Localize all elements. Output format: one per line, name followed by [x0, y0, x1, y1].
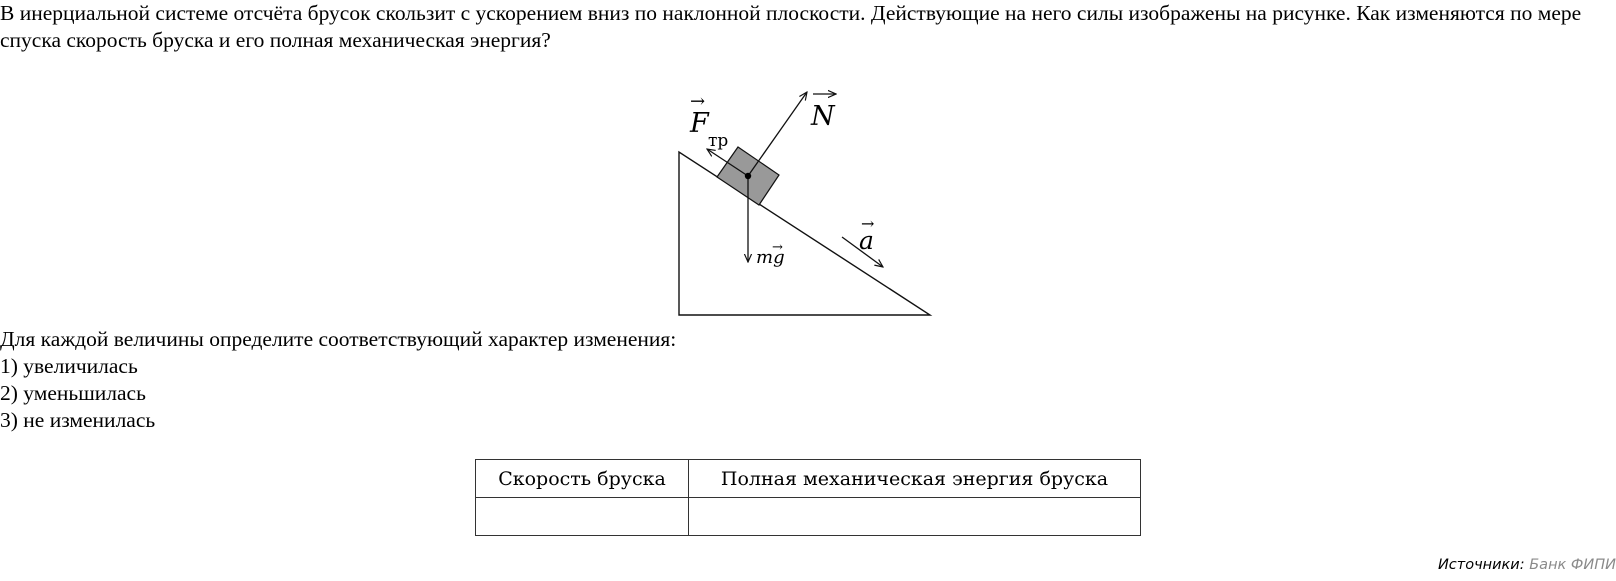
- source-label: Источники:: [1437, 557, 1525, 573]
- source-attribution: Источники: Банк ФИПИ: [1438, 557, 1616, 573]
- header-mechanical-energy: Полная механическая энергия бруска: [688, 459, 1141, 498]
- source-link[interactable]: Банк ФИПИ: [1529, 557, 1616, 573]
- normal-force-arrow: [747, 92, 807, 177]
- svg-text:F: F: [689, 108, 710, 139]
- svg-text:a: a: [859, 226, 874, 255]
- svg-text:mg: mg: [756, 247, 785, 268]
- friction-label: F тр →: [689, 91, 728, 151]
- acceleration-label: a →: [859, 214, 874, 255]
- question-text: В инерциальной системе отсчёта брусок ск…: [0, 1, 1582, 52]
- answer-prompt: Для каждой величины определите соответст…: [0, 326, 676, 434]
- answer-cell-mechanical-energy[interactable]: [688, 497, 1141, 536]
- answer-table-row: [475, 497, 1141, 536]
- header-speed: Скорость бруска: [475, 459, 689, 498]
- option-2: 2) уменьшилась: [0, 381, 146, 405]
- incline-triangle: [678, 150, 933, 316]
- instruction-text: Для каждой величины определите соответст…: [0, 327, 677, 351]
- block: [716, 146, 780, 206]
- center-of-mass-dot: [744, 172, 752, 180]
- svg-text:→: →: [690, 91, 705, 112]
- normal-label: N: [810, 94, 836, 132]
- acceleration-arrow: [841, 236, 883, 267]
- option-3: 3) не изменилась: [0, 408, 156, 432]
- option-1: 1) увеличилась: [0, 354, 138, 378]
- answer-table-header: Скорость бруска Полная механическая энер…: [475, 459, 1141, 498]
- svg-text:→: →: [772, 240, 783, 255]
- friction-force-arrow: [707, 149, 749, 177]
- svg-text:N: N: [810, 101, 836, 132]
- gravity-label: mg →: [756, 240, 785, 268]
- svg-text:→: →: [861, 214, 874, 233]
- answer-cell-speed[interactable]: [475, 497, 689, 536]
- answer-table: Скорость бруска Полная механическая энер…: [475, 459, 1141, 536]
- svg-text:тр: тр: [708, 131, 728, 151]
